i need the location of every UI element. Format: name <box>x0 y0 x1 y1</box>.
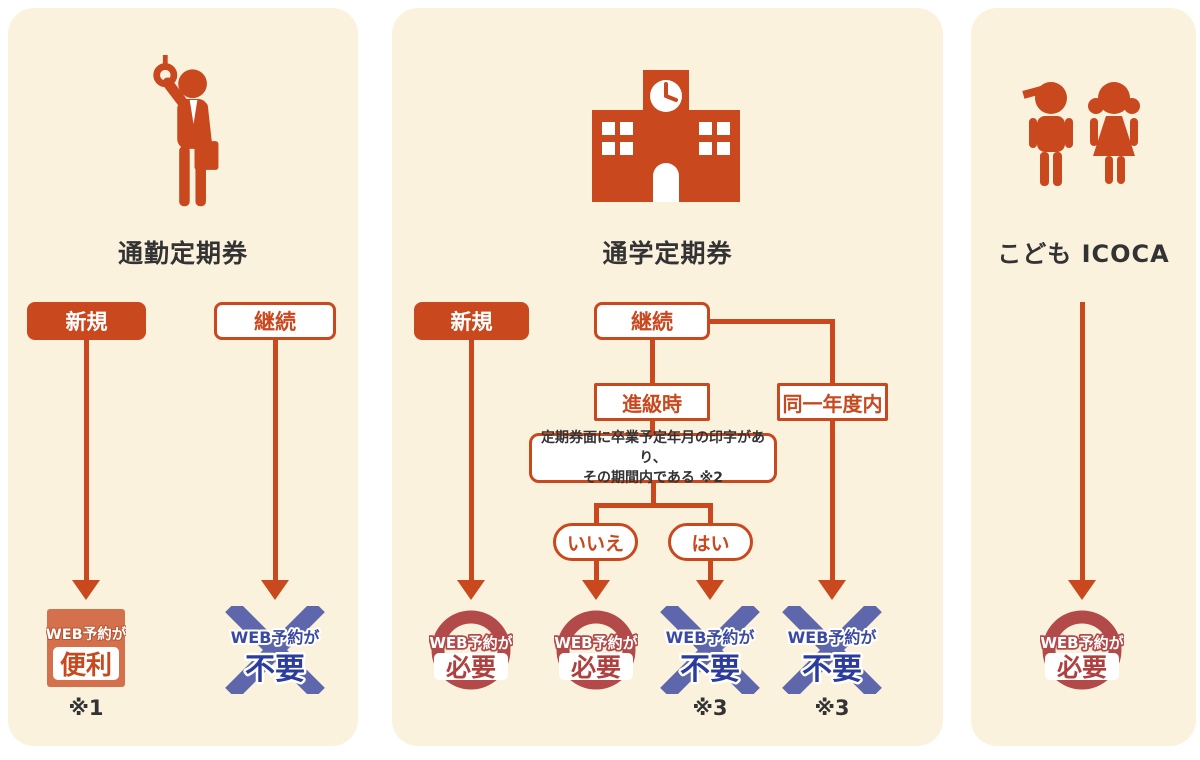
connector-line <box>1079 302 1085 580</box>
arrowhead <box>72 580 100 600</box>
connector-line <box>272 340 278 580</box>
condition-line-1: 定期券面に卒業予定年月の印字があり、 <box>541 430 765 466</box>
stamp-word-label: 必要 <box>1057 653 1107 682</box>
stamp-word-label: 不要 <box>802 652 862 687</box>
web-reservation-required-stamp: WEB予約が 必要 <box>429 610 513 690</box>
web-reservation-not-required-stamp: WEB予約が 不要 <box>660 606 760 694</box>
connector-line <box>829 421 835 580</box>
school-building-icon <box>592 70 740 202</box>
web-reservation-not-required-stamp: WEB予約が 不要 <box>782 606 882 694</box>
connector-line <box>710 318 835 324</box>
connector-line <box>707 502 713 523</box>
connector-line <box>650 483 656 505</box>
promotion-box: 進級時 <box>594 383 710 421</box>
answer-no-oval: いいえ <box>553 523 638 561</box>
answer-yes-oval: はい <box>668 523 753 561</box>
condition-line-2: その期間内である ※2 <box>582 470 724 486</box>
same-fiscal-year-box: 同一年度内 <box>777 383 888 421</box>
footnote-3: ※3 <box>814 696 850 720</box>
stamp-prefix-label: WEB予約が <box>554 634 638 652</box>
web-reservation-required-stamp: WEB予約が 必要 <box>1040 610 1124 690</box>
arrowhead <box>818 580 846 600</box>
panel-commuter-pass: 通勤定期券 新規 継続 WEB予約が 便利 WEB予約が 不要 ※1 <box>8 8 358 746</box>
arrowhead <box>1068 580 1096 600</box>
arrowhead <box>457 580 485 600</box>
children-icon <box>1022 82 1140 186</box>
stamp-prefix-label: WEB予約が <box>429 634 513 652</box>
graduation-date-condition-box: 定期券面に卒業予定年月の印字があり、 その期間内である ※2 <box>529 430 777 486</box>
connector-line <box>649 421 655 433</box>
arrowhead <box>261 580 289 600</box>
connector-line <box>649 340 655 383</box>
connector-line <box>593 502 599 523</box>
stamp-word-label: 必要 <box>446 653 496 682</box>
connector-line <box>593 502 713 508</box>
connector-line <box>468 340 474 580</box>
commuter-pass-title: 通勤定期券 <box>117 239 248 268</box>
commuter-continue-box: 継続 <box>214 302 336 340</box>
arrowhead <box>696 580 724 600</box>
connector-line <box>829 318 835 383</box>
stamp-prefix-label: WEB予約が <box>46 625 126 643</box>
businessman-strap-icon <box>153 55 219 207</box>
web-reservation-convenient-stamp: WEB予約が 便利 <box>46 609 126 687</box>
connector-line <box>707 561 713 580</box>
stamp-word-label: 不要 <box>680 652 740 687</box>
web-reservation-not-required-stamp: WEB予約が 不要 <box>225 606 325 694</box>
student-pass-title: 通学定期券 <box>602 239 733 268</box>
stamp-word-label: 不要 <box>245 652 305 687</box>
student-new-box: 新規 <box>414 302 529 340</box>
footnote-3: ※3 <box>692 696 728 720</box>
stamp-prefix-label: WEB予約が <box>1040 634 1124 652</box>
student-continue-box: 継続 <box>594 302 710 340</box>
stamp-prefix-label: WEB予約が <box>666 628 755 647</box>
connector-line <box>83 340 89 580</box>
kids-icoca-title: こども ICOCA <box>997 240 1170 268</box>
panel-student-pass: 通学定期券 新規 継続 進級時 同一年度内 定期券面に卒業予定年月の印字があり、… <box>392 8 943 746</box>
stamp-word-label: 便利 <box>60 651 112 681</box>
web-reservation-required-stamp: WEB予約が 必要 <box>554 610 638 690</box>
stamp-prefix-label: WEB予約が <box>788 628 877 647</box>
arrowhead <box>582 580 610 600</box>
connector-line <box>593 561 599 580</box>
commuter-new-box: 新規 <box>27 302 146 340</box>
panel-kids-icoca: こども ICOCA WEB予約が 必要 <box>971 8 1196 746</box>
stamp-prefix-label: WEB予約が <box>231 628 320 647</box>
stamp-word-label: 必要 <box>571 653 621 682</box>
footnote-1: ※1 <box>68 696 104 720</box>
